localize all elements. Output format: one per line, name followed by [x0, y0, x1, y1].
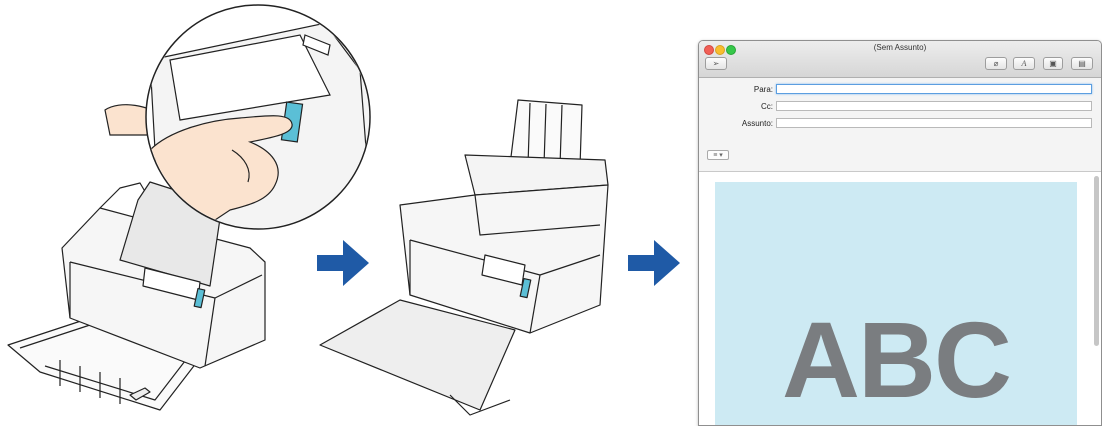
- send-icon: ➢: [713, 59, 720, 68]
- window-title: (Sem Assunto): [699, 43, 1101, 52]
- message-headers: Para: Cc: ≡ ▾ Assunto:: [699, 78, 1101, 172]
- header-format-menu[interactable]: ≡ ▾: [707, 150, 729, 160]
- attach-button[interactable]: ⌀: [985, 57, 1007, 70]
- cc-field[interactable]: [776, 101, 1092, 111]
- scanned-text: ABC: [715, 306, 1077, 414]
- font-icon: A: [1022, 59, 1027, 68]
- vertical-scrollbar[interactable]: [1094, 176, 1099, 346]
- cc-label: Cc:: [713, 102, 773, 111]
- scanner-output-illustration: [300, 95, 620, 426]
- to-field[interactable]: [776, 84, 1092, 94]
- to-label: Para:: [713, 85, 773, 94]
- paperclip-icon: ⌀: [994, 59, 999, 68]
- send-button[interactable]: ➢: [705, 57, 727, 70]
- attached-scan-image: ABC: [715, 182, 1077, 426]
- message-body[interactable]: ABC: [699, 172, 1101, 425]
- arrow-right-icon: [628, 238, 682, 288]
- stationery-icon: ▤: [1078, 59, 1086, 68]
- subject-field[interactable]: [776, 118, 1092, 128]
- subject-label: Assunto:: [713, 119, 773, 128]
- mail-compose-window: (Sem Assunto) ➢ ⌀ A ▣ ▤ Para: Cc: ≡ ▾ As…: [698, 40, 1102, 426]
- stationery-button[interactable]: ▤: [1071, 57, 1093, 70]
- photo-browser-button[interactable]: ▣: [1043, 57, 1063, 70]
- title-bar: (Sem Assunto) ➢ ⌀ A ▣ ▤: [699, 41, 1101, 78]
- photo-browser-icon: ▣: [1049, 59, 1057, 68]
- fonts-button[interactable]: A: [1013, 57, 1035, 70]
